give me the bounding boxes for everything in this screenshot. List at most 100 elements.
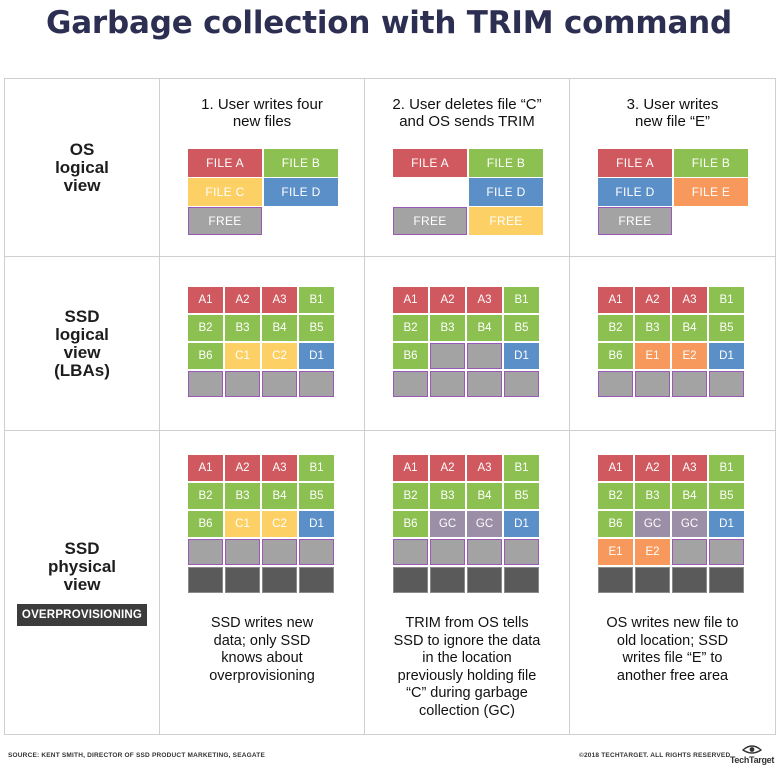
step-header: 2. User deletes file “C”and OS sends TRI… bbox=[365, 96, 569, 130]
data-block: B3 bbox=[430, 315, 465, 341]
data-block: A3 bbox=[467, 455, 502, 481]
copyright-note: ©2018 TECHTARGET. ALL RIGHTS RESERVED bbox=[579, 752, 731, 759]
row-label-line: view bbox=[63, 574, 101, 594]
step-header-line: and OS sends TRIM bbox=[399, 113, 535, 130]
row-label-line: physical bbox=[47, 556, 117, 576]
free-block bbox=[672, 371, 707, 397]
data-block: E2 bbox=[635, 539, 670, 565]
data-block: B3 bbox=[225, 483, 260, 509]
file-block: FILE D bbox=[469, 178, 543, 206]
data-block: A1 bbox=[393, 455, 428, 481]
step-description-line: data; only SSD bbox=[213, 632, 311, 649]
data-block: A2 bbox=[635, 455, 670, 481]
data-block: E2 bbox=[672, 343, 707, 369]
step-description-line: previously holding file bbox=[397, 667, 537, 684]
data-block: A1 bbox=[188, 287, 223, 313]
data-block: C1 bbox=[225, 343, 260, 369]
logo-text: TechTarget bbox=[729, 755, 775, 765]
data-block: B5 bbox=[709, 315, 744, 341]
free-block bbox=[430, 539, 465, 565]
data-block: A2 bbox=[225, 287, 260, 313]
data-block: E1 bbox=[635, 343, 670, 369]
free-block bbox=[709, 371, 744, 397]
data-block: B1 bbox=[299, 455, 334, 481]
data-block: B6 bbox=[598, 511, 633, 537]
free-block bbox=[504, 371, 539, 397]
data-block: B4 bbox=[672, 315, 707, 341]
file-block: FILE A bbox=[393, 149, 467, 177]
free-block bbox=[635, 371, 670, 397]
file-block: FILE B bbox=[674, 149, 748, 177]
data-block: C2 bbox=[262, 343, 297, 369]
data-block: B2 bbox=[188, 315, 223, 341]
step-header-line: new file “E” bbox=[634, 113, 711, 130]
data-block: B6 bbox=[393, 343, 428, 369]
free-block bbox=[430, 343, 465, 369]
data-block: B1 bbox=[504, 455, 539, 481]
empty-slot bbox=[264, 207, 338, 235]
overprovision-block bbox=[188, 567, 223, 593]
data-block: B5 bbox=[299, 315, 334, 341]
step-description-line: overprovisioning bbox=[209, 667, 315, 684]
step-description-line: TRIM from OS tells bbox=[405, 615, 529, 631]
free-block bbox=[467, 539, 502, 565]
data-block: B4 bbox=[672, 483, 707, 509]
free-block bbox=[262, 539, 297, 565]
overprovision-block bbox=[430, 567, 465, 593]
row-label-line: OS bbox=[69, 139, 95, 159]
data-block: A2 bbox=[430, 287, 465, 313]
overprovision-block bbox=[467, 567, 502, 593]
data-block: B2 bbox=[393, 315, 428, 341]
overprovision-block bbox=[672, 567, 707, 593]
file-block: FREE bbox=[188, 207, 262, 235]
free-block bbox=[467, 371, 502, 397]
overprovision-block bbox=[393, 567, 428, 593]
data-block: A2 bbox=[430, 455, 465, 481]
overprovision-block bbox=[709, 567, 744, 593]
free-block bbox=[262, 371, 297, 397]
step-header-line: 1. User writes four bbox=[201, 96, 323, 113]
free-block bbox=[299, 371, 334, 397]
file-block: FILE E bbox=[674, 178, 748, 206]
data-block: B2 bbox=[393, 483, 428, 509]
step-description-line: old location; SSD bbox=[616, 632, 729, 649]
data-block: B1 bbox=[504, 287, 539, 313]
data-block: B5 bbox=[709, 483, 744, 509]
free-block bbox=[188, 371, 223, 397]
source-note: SOURCE: KENT SMITH, DIRECTOR OF SSD PROD… bbox=[8, 752, 266, 759]
data-block: B1 bbox=[299, 287, 334, 313]
data-block: B6 bbox=[188, 343, 223, 369]
data-block: A3 bbox=[262, 287, 297, 313]
file-block: FREE bbox=[469, 207, 543, 235]
data-block: B3 bbox=[635, 483, 670, 509]
row-label-line: (LBAs) bbox=[54, 360, 110, 380]
data-block: B5 bbox=[504, 483, 539, 509]
data-block: B6 bbox=[598, 343, 633, 369]
data-block: D1 bbox=[709, 511, 744, 537]
data-block: A1 bbox=[393, 287, 428, 313]
data-block: GC bbox=[672, 511, 707, 537]
stage-cell: 2. User deletes file “C”and OS sends TRI… bbox=[365, 79, 570, 257]
data-block: A2 bbox=[635, 287, 670, 313]
step-header-line: new files bbox=[232, 113, 292, 130]
file-block: FILE A bbox=[188, 149, 262, 177]
data-block: GC bbox=[467, 511, 502, 537]
data-block: B1 bbox=[709, 287, 744, 313]
data-block: B3 bbox=[430, 483, 465, 509]
data-block: D1 bbox=[299, 511, 334, 537]
row-label-line: view bbox=[63, 175, 101, 195]
file-block: FILE C bbox=[188, 178, 262, 206]
free-block bbox=[672, 539, 707, 565]
